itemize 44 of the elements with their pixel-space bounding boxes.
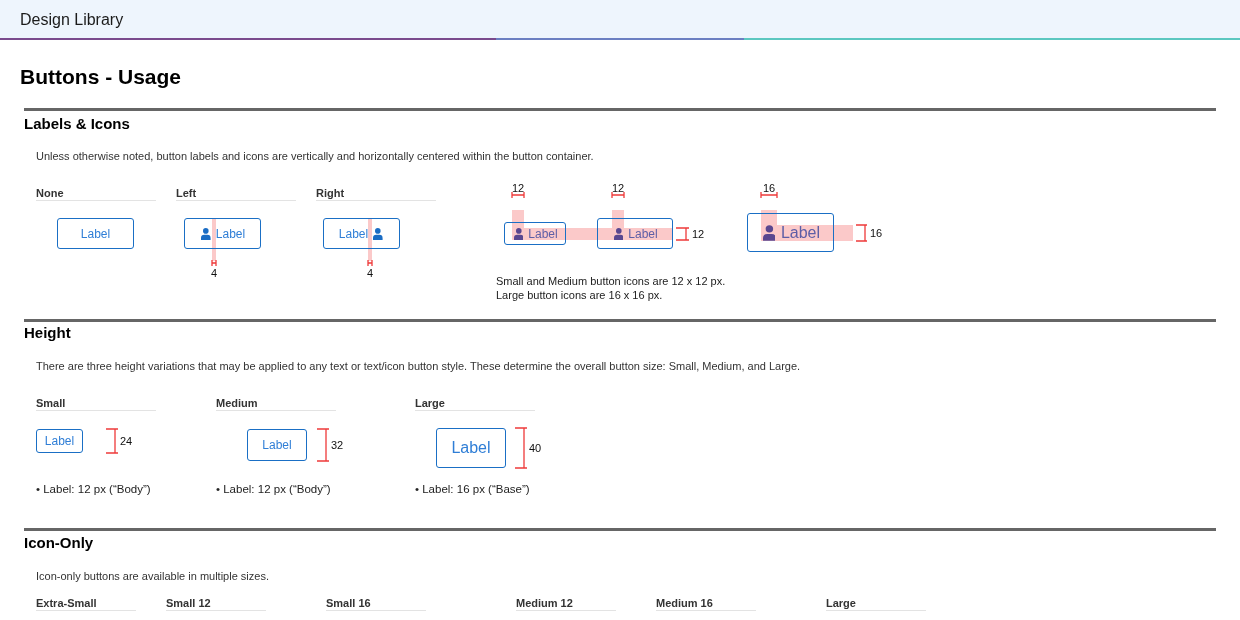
note-text: Large button icons are 16 x 16 px.: [496, 288, 663, 302]
dimension-value: 24: [120, 434, 133, 448]
bullet-note: • Label: 12 px (“Body”): [36, 482, 151, 496]
column-heading: Right: [316, 186, 345, 200]
column-heading: Left: [176, 186, 197, 200]
dimension-value: 16: [762, 181, 776, 195]
outline-button: Label: [504, 222, 566, 245]
column-heading: None: [36, 186, 64, 200]
outline-button: Label: [36, 429, 83, 453]
column-heading: Medium 12: [516, 596, 573, 610]
section-description: Icon-only buttons are available in multiple sizes.: [36, 569, 269, 583]
section-heading: Height: [24, 323, 71, 343]
column-heading: Large: [415, 396, 445, 410]
outline-button: Label: [597, 218, 673, 249]
outline-button: Label: [436, 428, 506, 468]
column-heading: Large: [826, 596, 856, 610]
column-heading: Small 16: [326, 596, 371, 610]
outline-button: Label: [57, 218, 134, 249]
bullet-note: • Label: 16 px (“Base”): [415, 482, 530, 496]
dimension-value: 32: [331, 438, 344, 452]
column-heading: Extra-Small: [36, 596, 97, 610]
outline-button: Label: [184, 218, 261, 249]
dimension-value: 40: [529, 441, 542, 455]
section-description: There are three height variations that may be applied to any text or text/icon button style. These determine the overall button size: Small, Medium, and Large.: [36, 359, 801, 373]
outline-button: Label: [247, 429, 307, 461]
column-heading: Medium: [216, 396, 258, 410]
section-heading: Icon-Only: [24, 533, 94, 553]
section-description: Unless otherwise noted, button labels and icons are vertically and horizontally centered within the button container.: [36, 149, 594, 163]
note-text: Small and Medium button icons are 12 x 12 px.: [496, 274, 726, 288]
column-heading: Small: [36, 396, 66, 410]
page-title: Buttons - Usage: [20, 64, 181, 90]
column-heading: Small 12: [166, 596, 211, 610]
dimension-value: 4: [210, 266, 218, 280]
bullet-note: • Label: 12 px (“Body”): [216, 482, 331, 496]
dimension-value: 12: [511, 181, 525, 195]
dimension-value: 12: [692, 227, 705, 241]
dimension-value: 4: [366, 266, 374, 280]
outline-button: Label: [323, 218, 400, 249]
dimension-value: 12: [611, 181, 625, 195]
outline-button: Label: [747, 213, 834, 252]
column-heading: Medium 16: [656, 596, 713, 610]
section-heading: Labels & Icons: [24, 114, 130, 134]
dimension-value: 16: [870, 226, 883, 240]
library-name: Design Library: [20, 10, 124, 30]
